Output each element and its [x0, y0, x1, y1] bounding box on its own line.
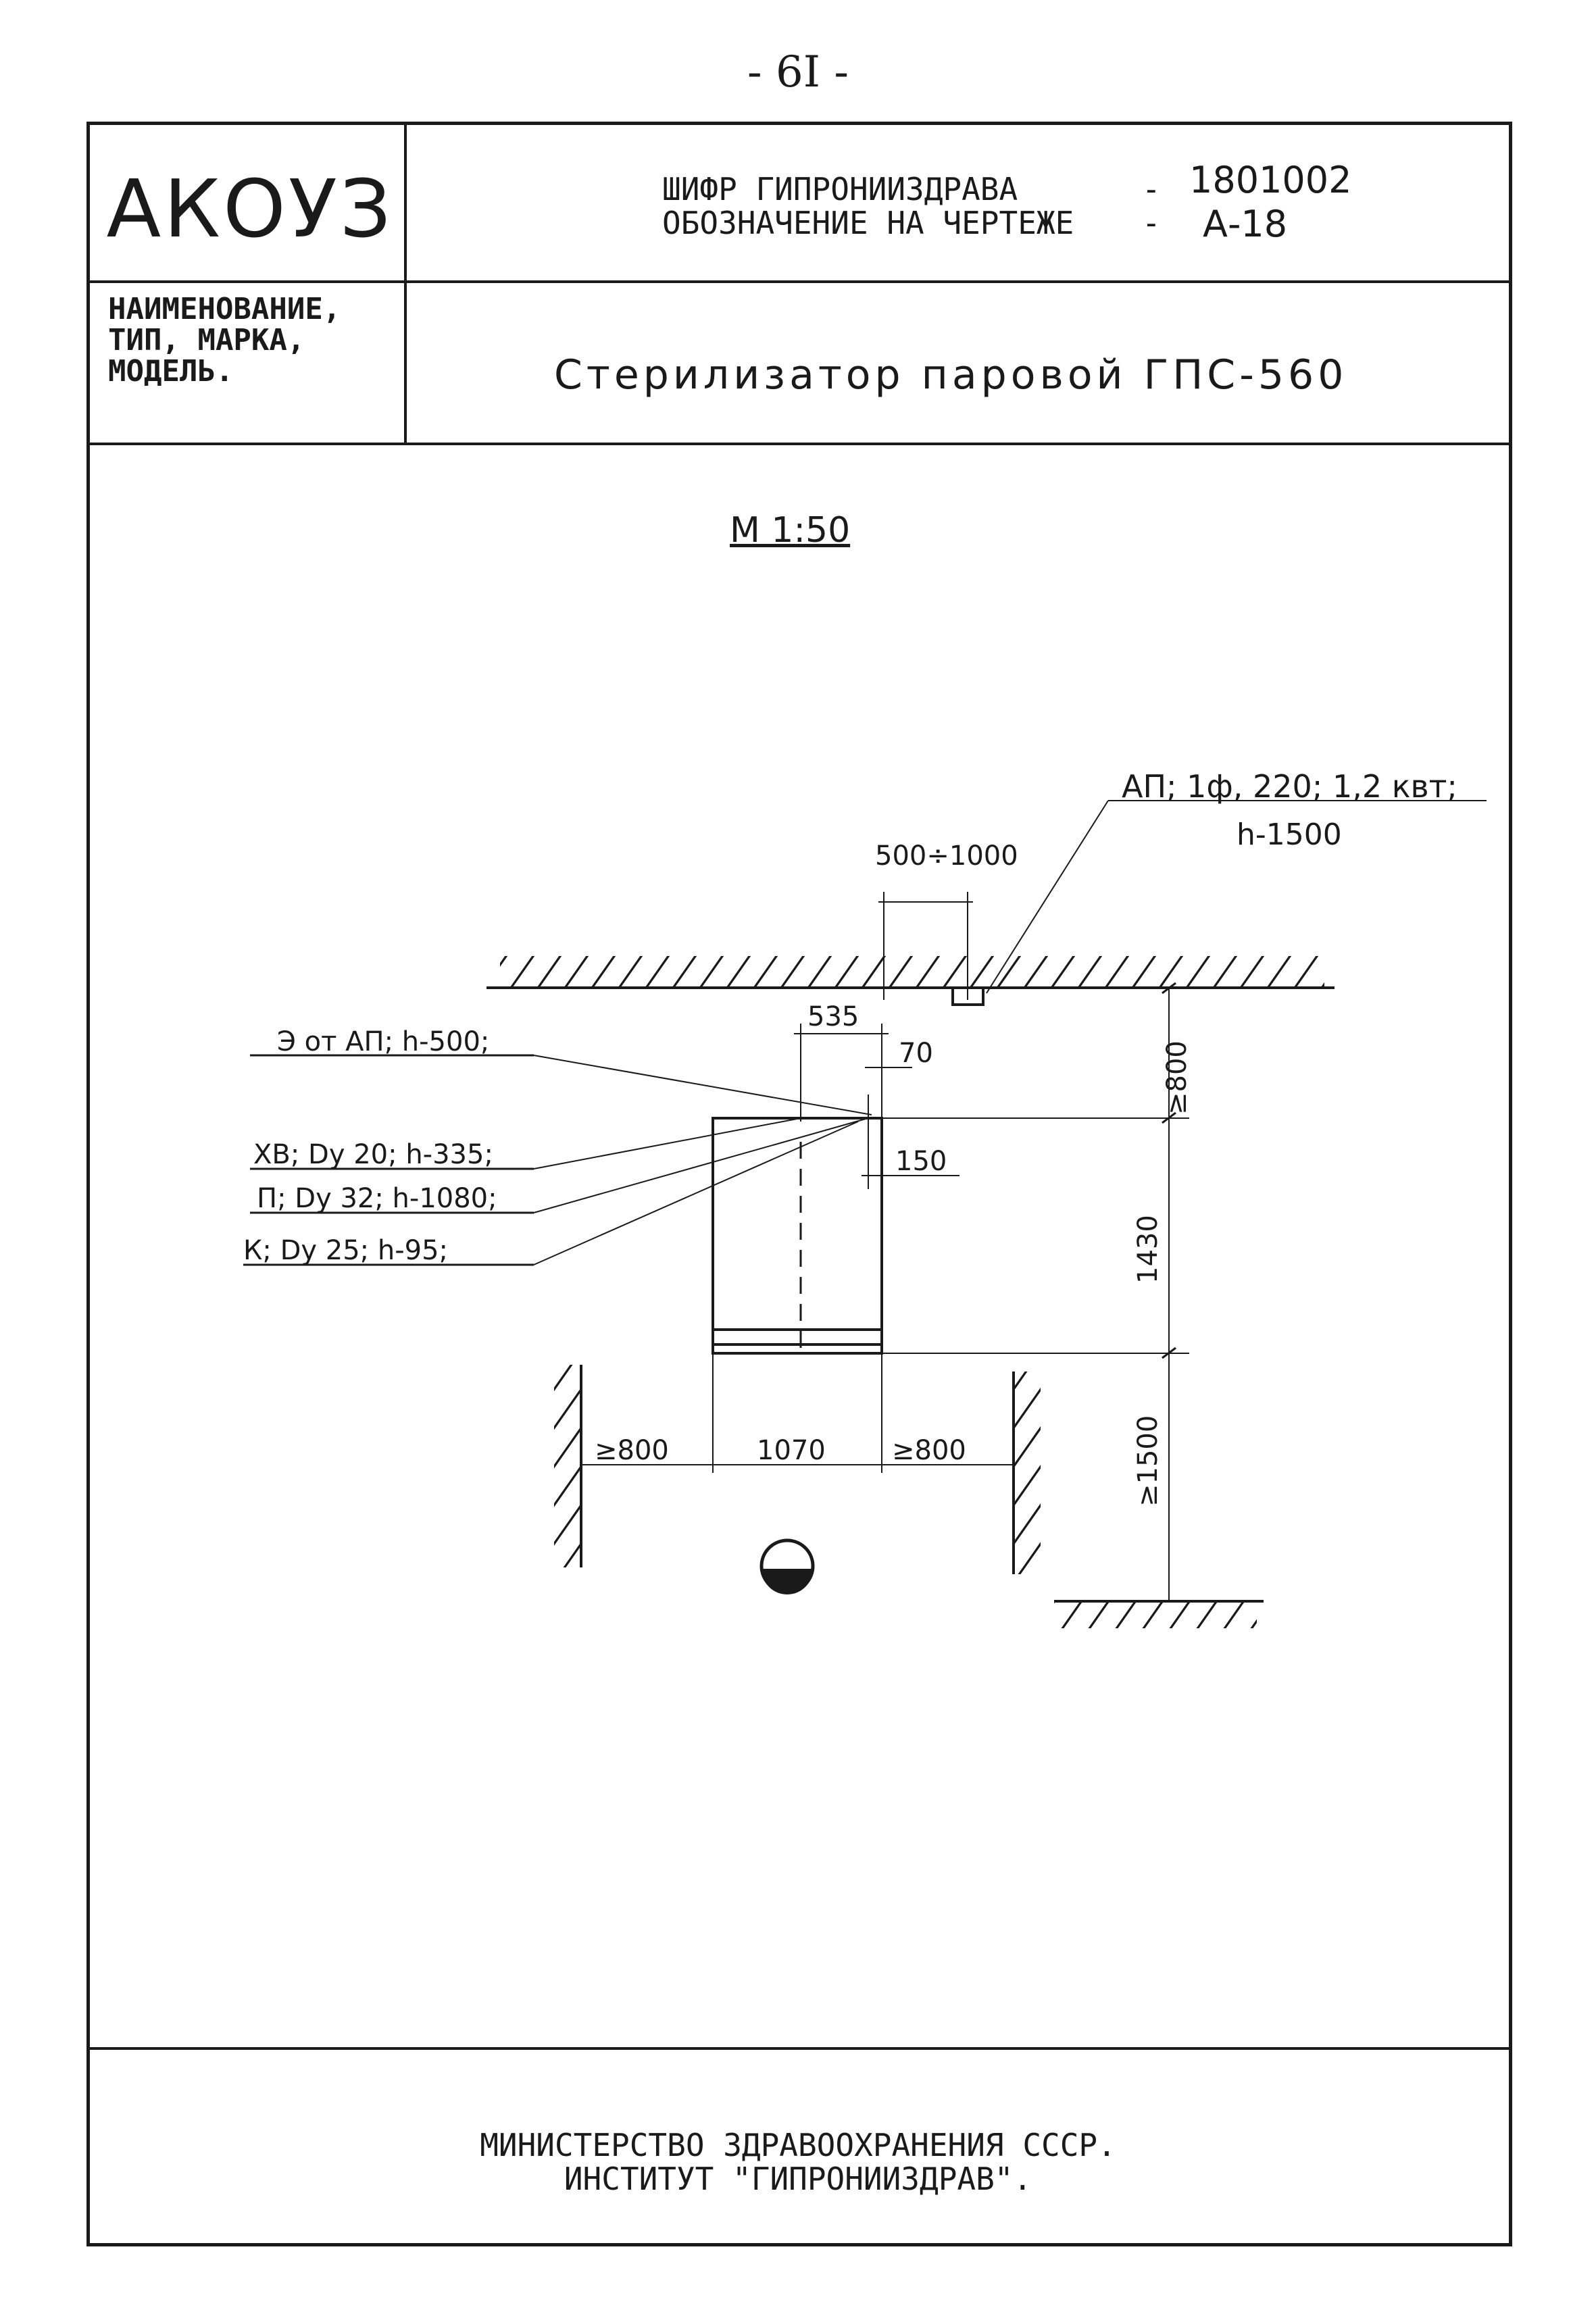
power-label-line-2: h-1500 — [1237, 818, 1342, 852]
designation-value: А-18 — [1203, 203, 1288, 245]
dim-70-label: 70 — [899, 1038, 933, 1069]
cipher-dash: - — [1142, 171, 1161, 207]
leader-e-label: Э от АП; h-500; — [277, 1026, 489, 1057]
cipher-value: 1801002 — [1189, 159, 1352, 201]
dim-wall-top-label: ≥800 — [1162, 1040, 1193, 1115]
dim-front-label: ≥1500 — [1132, 1415, 1164, 1507]
stamp-divider-1 — [86, 280, 1512, 283]
akouz-logo: АКОУЗ — [106, 162, 394, 255]
dim-150-label: 150 — [895, 1146, 947, 1177]
name-label-line-2: ТИП, МАРКА, — [108, 323, 305, 357]
drawing-scale: М 1:50 — [730, 510, 851, 551]
page-number: - 6I - — [747, 47, 849, 97]
designation-label: ОБОЗНАЧЕНИЕ НА ЧЕРТЕЖЕ — [662, 205, 1074, 241]
dim-depth-label: 1430 — [1132, 1215, 1164, 1284]
name-label-line-3: МОДЕЛЬ. — [108, 354, 234, 388]
stamp-divider-vertical — [404, 122, 407, 444]
dim-right-label: ≥800 — [892, 1435, 966, 1466]
operator-position-fill — [762, 1569, 813, 1594]
leader-p-label: П; Dу 32; h-1080; — [257, 1183, 497, 1214]
power-label-line-1: АП; 1ф, 220; 1,2 квт; — [1122, 768, 1457, 805]
equipment-name: Стерилизатор паровой ГПС-560 — [554, 351, 1348, 399]
right-wall-hatch — [1014, 1372, 1041, 1574]
footer-line-1: МИНИСТЕРСТВО ЗДРАВООХРАНЕНИЯ СССР. — [480, 2127, 1116, 2163]
dim-left-label: ≥800 — [595, 1435, 669, 1466]
stamp-divider-2 — [86, 443, 1512, 445]
dim-535-label: 535 — [807, 1001, 859, 1032]
left-wall-hatch — [554, 1365, 581, 1567]
offset-range-label: 500÷1000 — [875, 840, 1018, 872]
bottom-wall-hatch — [1054, 1601, 1257, 1628]
footer-line-2: ИНСТИТУТ "ГИПРОНИИЗДРАВ". — [564, 2161, 1032, 2197]
dim-width-label: 1070 — [757, 1435, 826, 1466]
footer-divider — [86, 2047, 1512, 2050]
top-wall-hatch — [500, 956, 1324, 988]
leader-k-label: К; Dу 25; h-95; — [243, 1235, 448, 1266]
designation-dash: - — [1142, 205, 1161, 241]
name-label-line-1: НАИМЕНОВАНИЕ, — [108, 292, 341, 326]
sterilizer-body — [712, 1117, 883, 1355]
name-label: НАИМЕНОВАНИЕ, ТИП, МАРКА, МОДЕЛЬ. — [108, 294, 341, 387]
drawing-frame — [86, 122, 1512, 2246]
cipher-label: ШИФР ГИПРОНИИЗДРАВА — [662, 171, 1018, 207]
leader-xv-label: ХВ; Dу 20; h-335; — [253, 1139, 493, 1170]
